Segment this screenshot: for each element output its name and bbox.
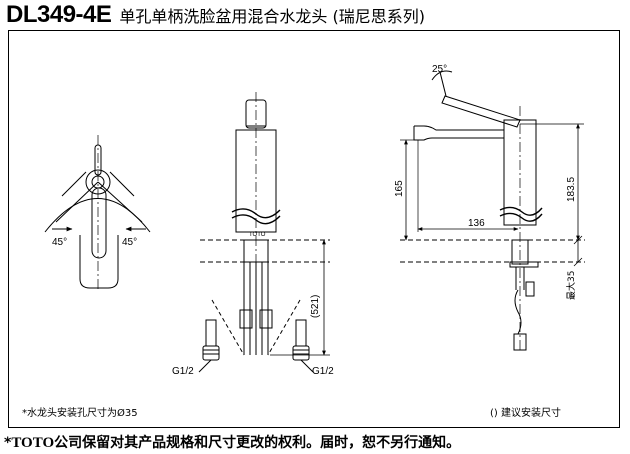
- front-view: [198, 92, 330, 373]
- reach-136-label: 136: [468, 218, 485, 229]
- thread-right-label: G1/2: [312, 366, 334, 377]
- front-view-stamp: TOTO: [249, 232, 266, 238]
- top-view-spout: [79, 235, 119, 289]
- product-title: 单孔单柄洗脸盆用混合水龙头 (瑞尼思系列): [119, 7, 425, 26]
- height-521-label: (521): [310, 295, 321, 318]
- model-number: DL349-4E: [6, 1, 112, 28]
- hole-size-note: *水龙头安装孔尺寸为Ø35: [22, 408, 138, 419]
- left-angle-label: 45°: [52, 237, 67, 248]
- footer-star: *: [4, 435, 12, 451]
- tilt-angle-label: 25°: [432, 64, 447, 75]
- side-view: [400, 70, 585, 351]
- top-view: [44, 135, 151, 292]
- footer-brand: TOTO: [11, 435, 55, 451]
- angle-valve-right: [295, 319, 307, 347]
- footer-disclaimer: *TOTO公司保留对其产品规格和尺寸更改的权利。届时，恕不另行通知。: [4, 432, 460, 452]
- height-183-label: 183.5: [566, 177, 577, 202]
- side-view-lever: [441, 95, 521, 128]
- angle-valve-left: [205, 319, 217, 347]
- drawing-frame: [8, 30, 620, 428]
- right-angle-label: 45°: [122, 237, 137, 248]
- thread-left-label: G1/2: [172, 366, 194, 377]
- recommended-note: () 建议安装尺寸: [490, 408, 561, 419]
- header: DL349-4E 单孔单柄洗脸盆用混合水龙头 (瑞尼思系列): [6, 1, 425, 29]
- height-165-label: 165: [394, 180, 405, 197]
- side-view-spout: [413, 125, 504, 141]
- side-view-body: [503, 119, 537, 226]
- footer-text: 公司保留对其产品规格和尺寸更改的权利。届时，恕不另行通知。: [54, 435, 461, 451]
- max-35-label: 最大35: [565, 271, 577, 300]
